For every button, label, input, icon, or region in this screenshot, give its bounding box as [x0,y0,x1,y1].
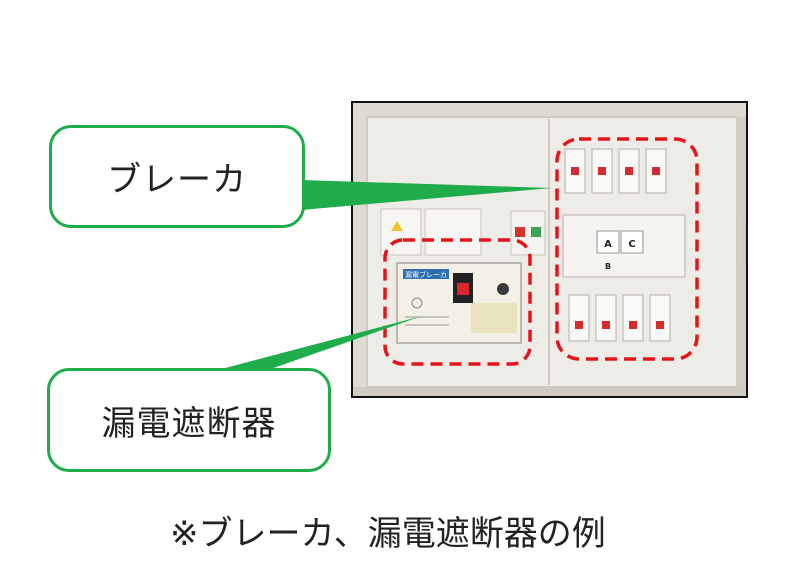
distribution-panel-photo: 漏電ブレーカ A C B [351,101,748,398]
elcb-callout: 漏電遮断器 [47,368,331,472]
enclosure-bottom [353,387,746,396]
elcb-highlight [383,238,532,366]
branch-breaker [568,294,590,342]
elcb-brand-text: 漏電ブレーカ [405,270,447,279]
breaker-callout: ブレーカ [49,125,305,228]
enclosure-side [737,117,746,387]
panel-illustration: 漏電ブレーカ A C B [353,103,746,396]
breaker-handle [652,167,660,175]
branch-breaker [595,294,617,342]
breaker-pointer [301,180,552,210]
elcb-callout-label: 漏電遮断器 [101,403,277,444]
breaker-handle [571,167,579,175]
elcb-toggle-red [457,283,469,295]
elcb-spec-label [471,303,517,333]
warning-label-right [424,208,482,256]
module-letter: B [605,262,611,271]
module-cell [620,230,644,254]
test-label-green [531,227,541,237]
breaker-handle [575,321,583,329]
branch-breakers-top [564,148,667,194]
enclosure-latch [743,223,746,263]
elcb-indicator-icon [411,297,423,309]
breaker-handle [602,321,610,329]
warning-triangle-icon [391,221,403,231]
branch-breaker [649,294,671,342]
breaker-handle [656,321,664,329]
elcb-pointer [210,316,422,372]
branch-breaker [622,294,644,342]
test-label-red [515,227,525,237]
warning-label-left [380,208,422,256]
breaker-handle [625,167,633,175]
module-letter: A [604,239,612,250]
branch-breakers-bottom [568,294,671,342]
breaker-callout-label: ブレーカ [107,160,247,200]
elcb-test-button-icon [497,283,509,295]
breaker-highlight [555,137,699,361]
breaker-handle [629,321,637,329]
figure-caption: ※ブレーカ、漏電遮断器の例 [170,514,606,554]
breaker-handle [598,167,606,175]
module-letter: C [628,239,635,250]
module-cell [596,230,620,254]
elcb-brand-strip [403,269,449,279]
